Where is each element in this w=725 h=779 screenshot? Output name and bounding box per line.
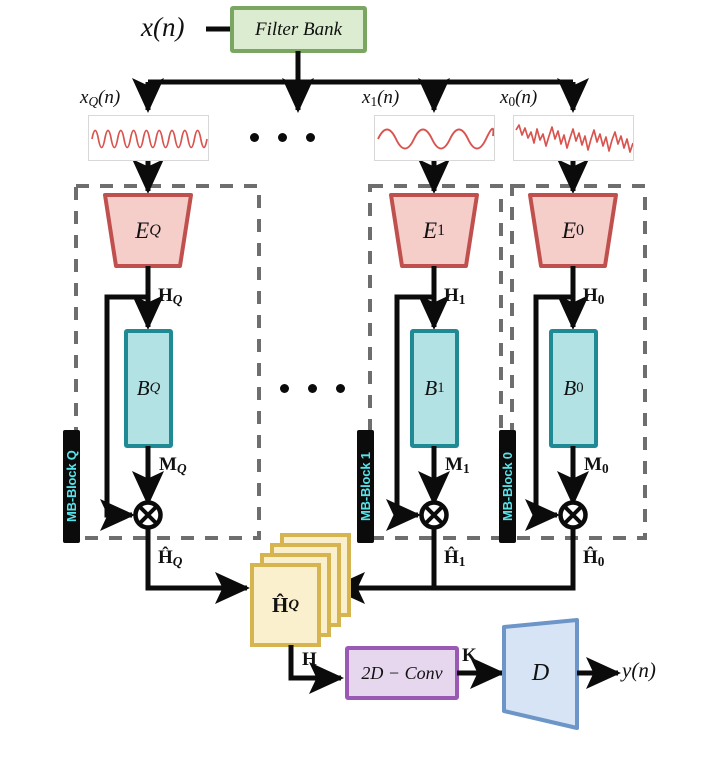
skip-path-1 bbox=[385, 294, 434, 531]
signal-plot-1 bbox=[374, 115, 495, 161]
encoder-shape-0 bbox=[528, 193, 618, 268]
mask-label-Q: MQ bbox=[159, 455, 187, 475]
mask-block-0 bbox=[549, 329, 598, 448]
mb-block-group-Q bbox=[74, 184, 261, 540]
mask-base-1: M bbox=[445, 454, 463, 475]
masked-base-0: Ĥ bbox=[583, 547, 598, 568]
signal-sub-Q: Q bbox=[88, 93, 99, 109]
stack-card-1 bbox=[250, 563, 321, 647]
masked-sub-1: 1 bbox=[458, 553, 466, 569]
signal-plot-Q bbox=[88, 115, 209, 161]
mask-base-0: M bbox=[584, 454, 602, 475]
signal-label-Q: xQ(n) bbox=[80, 88, 120, 108]
encoder-shape-Q bbox=[103, 193, 193, 268]
mask-block-1 bbox=[410, 329, 459, 448]
stack-to-conv-path bbox=[288, 645, 344, 694]
mask-sub-0: 0 bbox=[601, 460, 609, 476]
mask-label-0: M0 bbox=[584, 455, 609, 475]
conv-box bbox=[345, 646, 459, 700]
ellipsis-top bbox=[250, 133, 315, 142]
latent-sub-1: 1 bbox=[458, 291, 466, 307]
mb-block-group-0 bbox=[510, 184, 647, 540]
mask-sub-Q: Q bbox=[176, 460, 187, 476]
signal-sub-1: 1 bbox=[370, 93, 378, 109]
ellipsis-middle bbox=[280, 384, 345, 393]
skip-path-Q bbox=[99, 294, 148, 531]
masked-sub-0: 0 bbox=[597, 553, 605, 569]
latent-label-1: H1 bbox=[444, 286, 465, 306]
latent-label-Q: HQ bbox=[158, 286, 182, 306]
htilde-path-0 bbox=[333, 528, 576, 591]
signal-base-1: x bbox=[362, 87, 371, 108]
latent-base-Q: H bbox=[158, 285, 173, 306]
signal-suffix-Q: (n) bbox=[98, 87, 121, 108]
masked-output-label-Q: ĤQ bbox=[158, 548, 182, 568]
masked-output-label-0: Ĥ0 bbox=[583, 548, 604, 568]
signal-plot-0 bbox=[513, 115, 634, 161]
skip-path-0 bbox=[524, 294, 573, 531]
masked-sub-Q: Q bbox=[172, 553, 183, 569]
latent-label-0: H0 bbox=[583, 286, 604, 306]
decoder-shape bbox=[502, 618, 579, 730]
latent-sub-Q: Q bbox=[172, 291, 183, 307]
signal-base-0: x bbox=[500, 87, 509, 108]
masked-base-Q: Ĥ bbox=[158, 547, 173, 568]
multiply-node-Q bbox=[133, 500, 163, 530]
signal-sub-0: 0 bbox=[508, 93, 516, 109]
masked-output-label-1: Ĥ1 bbox=[444, 548, 465, 568]
latent-sub-0: 0 bbox=[597, 291, 605, 307]
input-label: x(n) bbox=[141, 12, 185, 42]
mask-sub-1: 1 bbox=[462, 460, 470, 476]
bus-label-H: H bbox=[302, 649, 317, 670]
latent-base-1: H bbox=[444, 285, 459, 306]
multiply-node-0 bbox=[558, 500, 588, 530]
mb-block-tag-1: MB-Block 1 bbox=[357, 430, 374, 543]
mb-block-tag-Q: MB-Block Q bbox=[63, 430, 80, 543]
encoder-shape-1 bbox=[389, 193, 479, 268]
mask-base-Q: M bbox=[159, 454, 177, 475]
signal-suffix-0: (n) bbox=[515, 87, 538, 108]
signal-label-1: x1(n) bbox=[362, 88, 399, 108]
latent-base-0: H bbox=[583, 285, 598, 306]
multiply-node-1 bbox=[419, 500, 449, 530]
output-label: y(n) bbox=[622, 658, 656, 682]
signal-suffix-1: (n) bbox=[377, 87, 400, 108]
mb-block-tag-0: MB-Block 0 bbox=[499, 430, 516, 543]
signal-label-0: x0(n) bbox=[500, 88, 537, 108]
signal-base-Q: x bbox=[80, 87, 89, 108]
mask-block-Q bbox=[124, 329, 173, 448]
bus-label-K: K bbox=[462, 645, 477, 666]
filter-bank-box bbox=[230, 6, 367, 53]
masked-base-1: Ĥ bbox=[444, 547, 459, 568]
htilde-path-Q bbox=[145, 528, 250, 604]
mask-label-1: M1 bbox=[445, 455, 470, 475]
